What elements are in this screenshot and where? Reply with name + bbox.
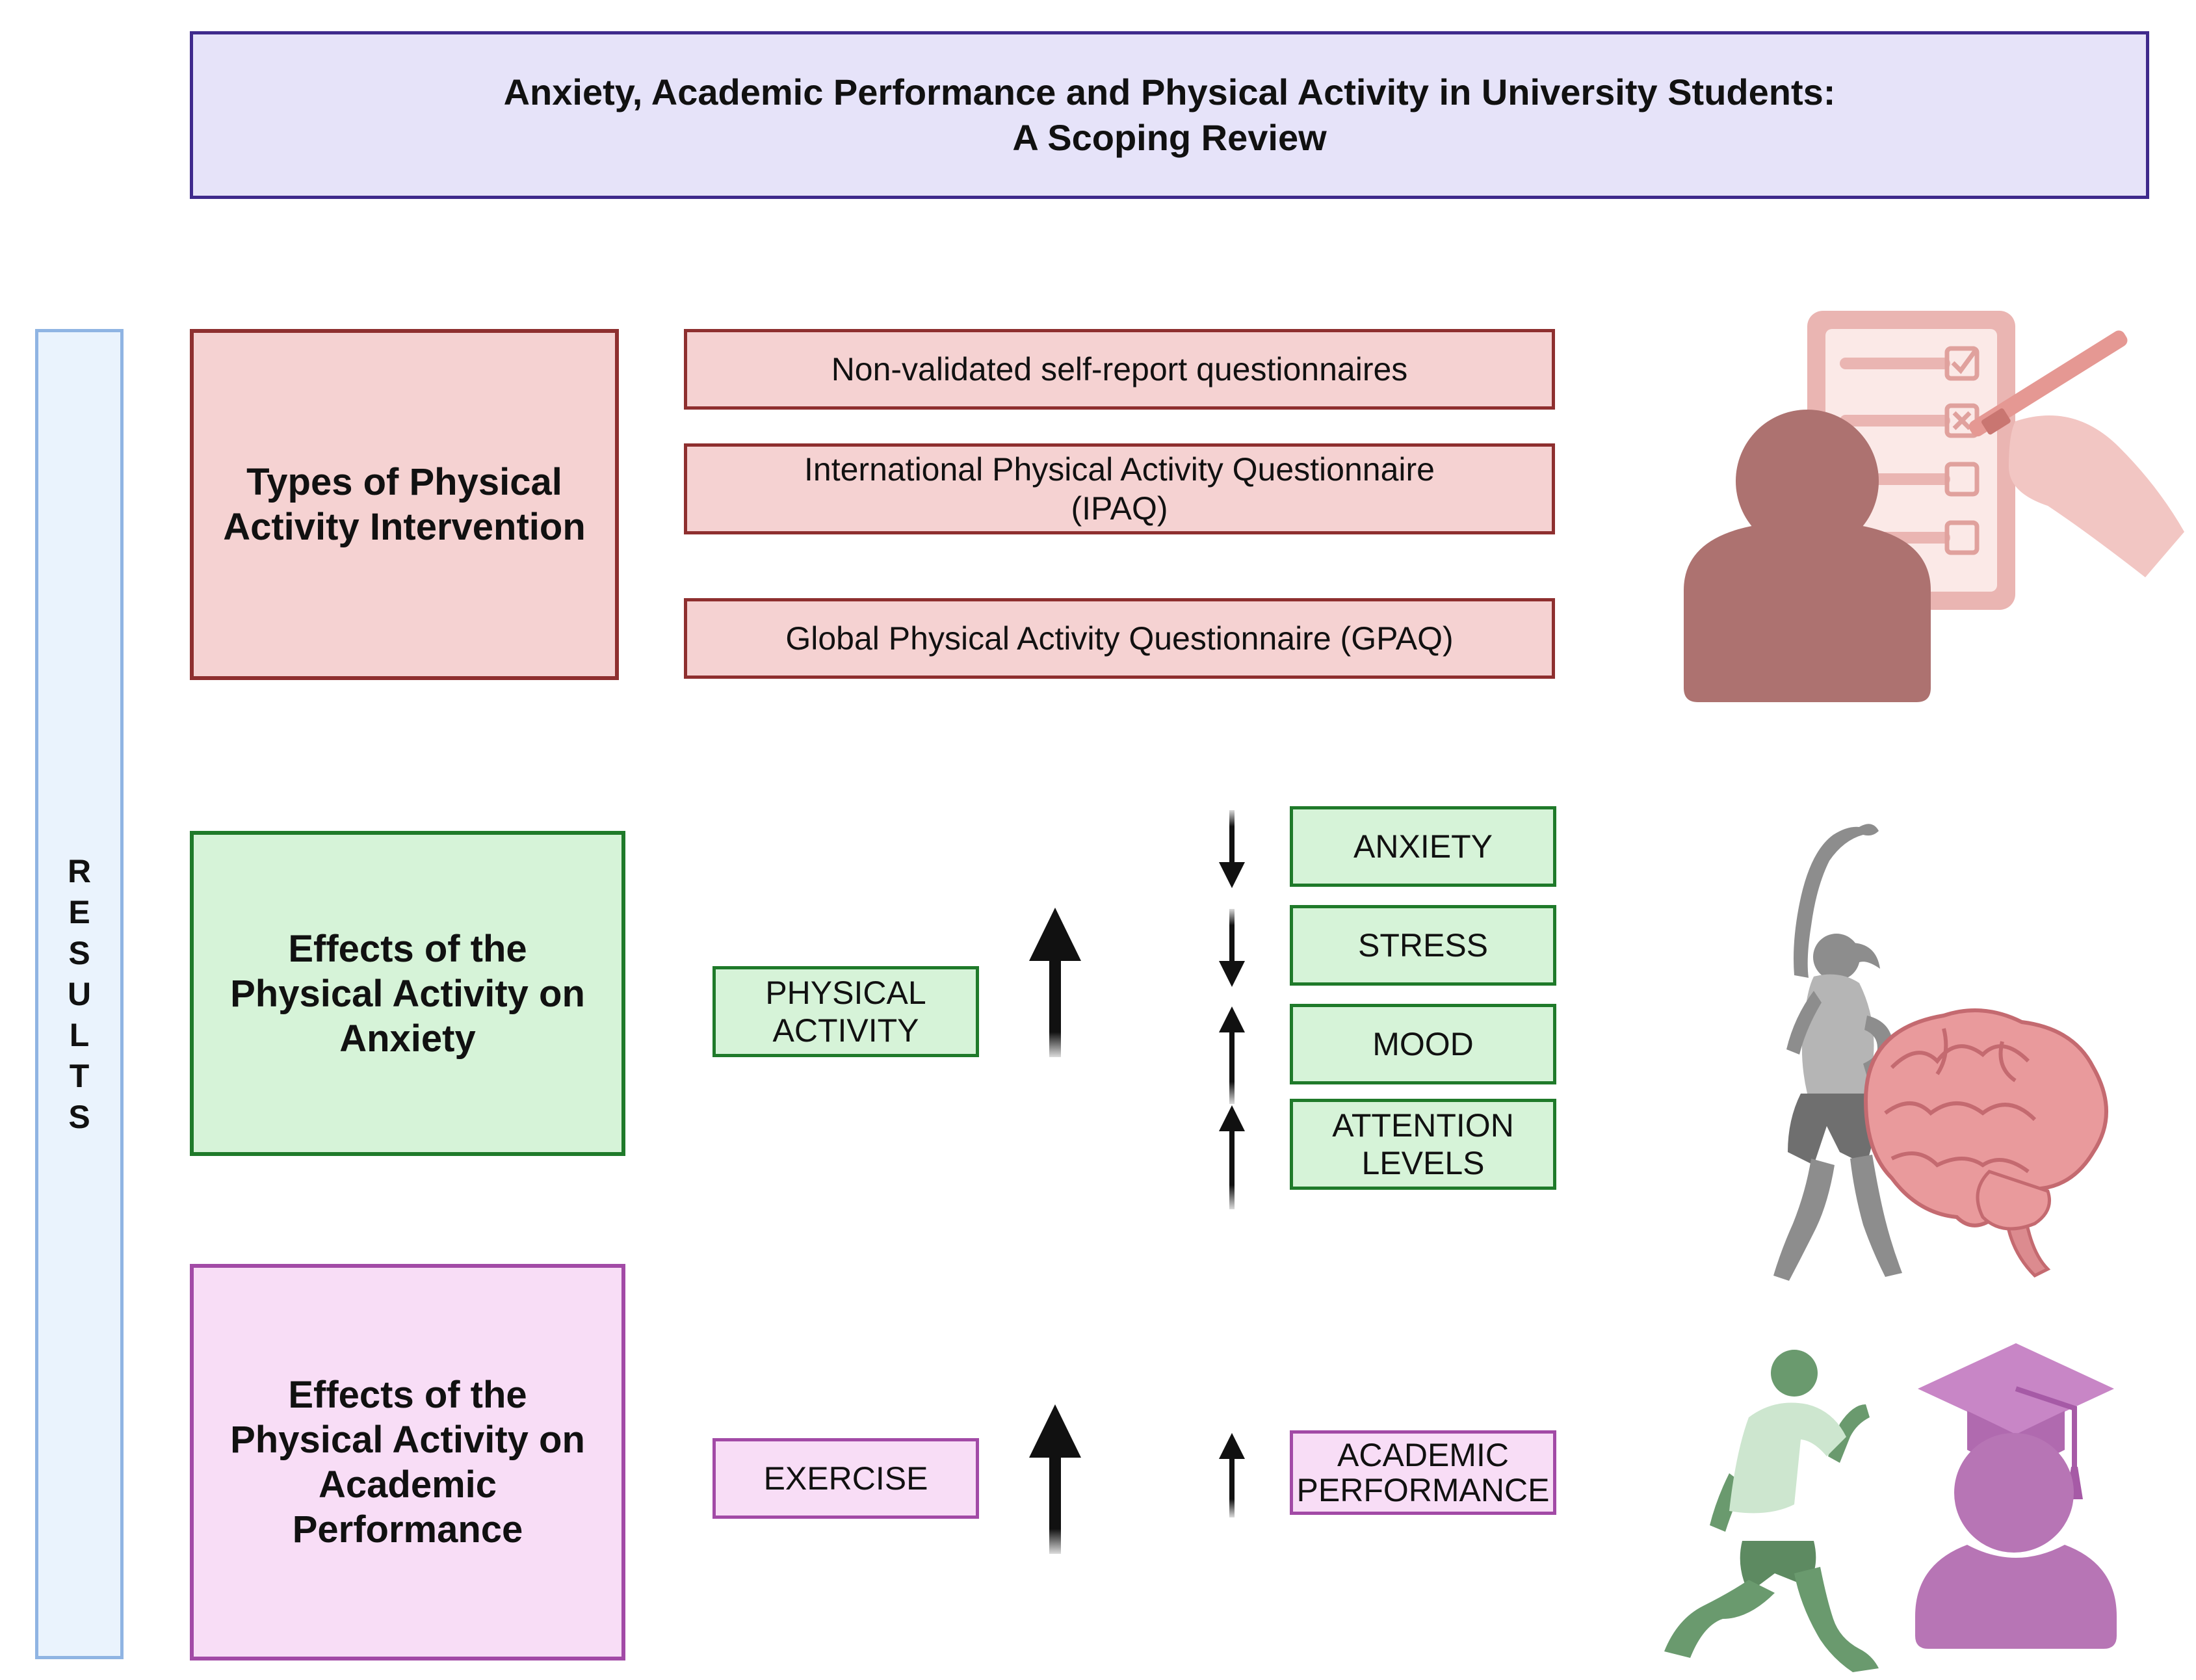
effect-anxiety-box: ANXIETY xyxy=(1290,806,1556,887)
decrease-arrow-stress xyxy=(1219,909,1245,987)
questionnaire-item-nonvalidated: Non-validated self-report questionnaires xyxy=(684,329,1555,410)
exercise-label: EXERCISE xyxy=(763,1460,928,1497)
anxiety-heading-box: Effects of the Physical Activity on Anxi… xyxy=(190,831,625,1156)
effect-stress-box: STRESS xyxy=(1290,905,1556,986)
increase-arrow-attention xyxy=(1219,1105,1245,1209)
academic-heading-line: Physical Activity on xyxy=(230,1419,585,1461)
physical-activity-label: PHYSICAL xyxy=(765,975,926,1011)
effect-attention-box: ATTENTION LEVELS xyxy=(1290,1099,1556,1190)
types-heading-line: Activity Intervention xyxy=(223,506,586,548)
effect-label: LEVELS xyxy=(1361,1145,1485,1181)
questionnaire-item-ipaq: International Physical Activity Question… xyxy=(684,443,1555,534)
results-letter: U xyxy=(67,975,92,1012)
effect-label: STRESS xyxy=(1357,927,1489,964)
physical-activity-label: ACTIVITY xyxy=(772,1012,919,1049)
title-line-1: Anxiety, Academic Performance and Physic… xyxy=(503,72,1836,112)
questionnaire-label: Non-validated self-report questionnaires xyxy=(831,351,1408,387)
types-heading-line: Types of Physical xyxy=(246,461,562,503)
effect-mood-box: MOOD xyxy=(1290,1004,1556,1084)
effect-label: MOOD xyxy=(1372,1026,1474,1062)
results-letter: S xyxy=(68,1098,90,1135)
exercise-box: EXERCISE xyxy=(712,1438,979,1519)
increase-arrow xyxy=(1029,1404,1081,1554)
academic-heading-line: Performance xyxy=(292,1508,523,1551)
title-banner: Anxiety, Academic Performance and Physic… xyxy=(190,31,2149,199)
academic-performance-box: ACADEMIC PERFORMANCE xyxy=(1290,1430,1556,1515)
runner-icon xyxy=(1664,1350,1879,1672)
results-letter: R xyxy=(67,852,92,889)
academic-heading-line: Effects of the xyxy=(288,1374,527,1416)
increase-arrow-mood xyxy=(1219,1006,1245,1104)
anxiety-heading-line: Effects of the xyxy=(288,927,527,970)
decrease-arrow-anxiety xyxy=(1219,810,1245,888)
anxiety-heading-line: Physical Activity on xyxy=(230,972,585,1015)
effect-label: ANXIETY xyxy=(1353,828,1493,865)
results-letter: L xyxy=(69,1016,90,1053)
academic-performance-label: ACADEMIC xyxy=(1337,1437,1509,1473)
questionnaire-label: (IPAQ) xyxy=(1071,490,1168,527)
academic-performance-label: PERFORMANCE xyxy=(1296,1472,1550,1508)
graduate-icon xyxy=(1915,1343,2117,1649)
physical-activity-box: PHYSICAL ACTIVITY xyxy=(712,966,979,1057)
academic-heading-box: Effects of the Physical Activity on Acad… xyxy=(190,1264,625,1660)
questionnaire-item-gpaq: Global Physical Activity Questionnaire (… xyxy=(684,598,1555,679)
increase-arrow-academic xyxy=(1219,1433,1245,1517)
results-label: R E S U L T S xyxy=(68,851,91,1138)
results-letter: E xyxy=(68,893,90,930)
questionnaire-label: International Physical Activity Question… xyxy=(804,451,1435,488)
questionnaire-person-icon xyxy=(1684,311,2184,702)
results-letter: T xyxy=(69,1057,90,1094)
effect-label: ATTENTION xyxy=(1332,1107,1514,1144)
results-letter: S xyxy=(68,934,90,971)
academic-heading-line: Academic xyxy=(318,1463,497,1506)
types-heading-box: Types of Physical Activity Intervention xyxy=(190,329,619,680)
results-bar: R E S U L T S xyxy=(35,329,124,1659)
stretching-athlete-icon xyxy=(1773,824,2108,1281)
increase-arrow xyxy=(1029,908,1081,1057)
anxiety-heading-line: Anxiety xyxy=(339,1017,476,1060)
title-line-2: A Scoping Review xyxy=(1012,117,1327,158)
questionnaire-label: Global Physical Activity Questionnaire (… xyxy=(785,620,1454,657)
